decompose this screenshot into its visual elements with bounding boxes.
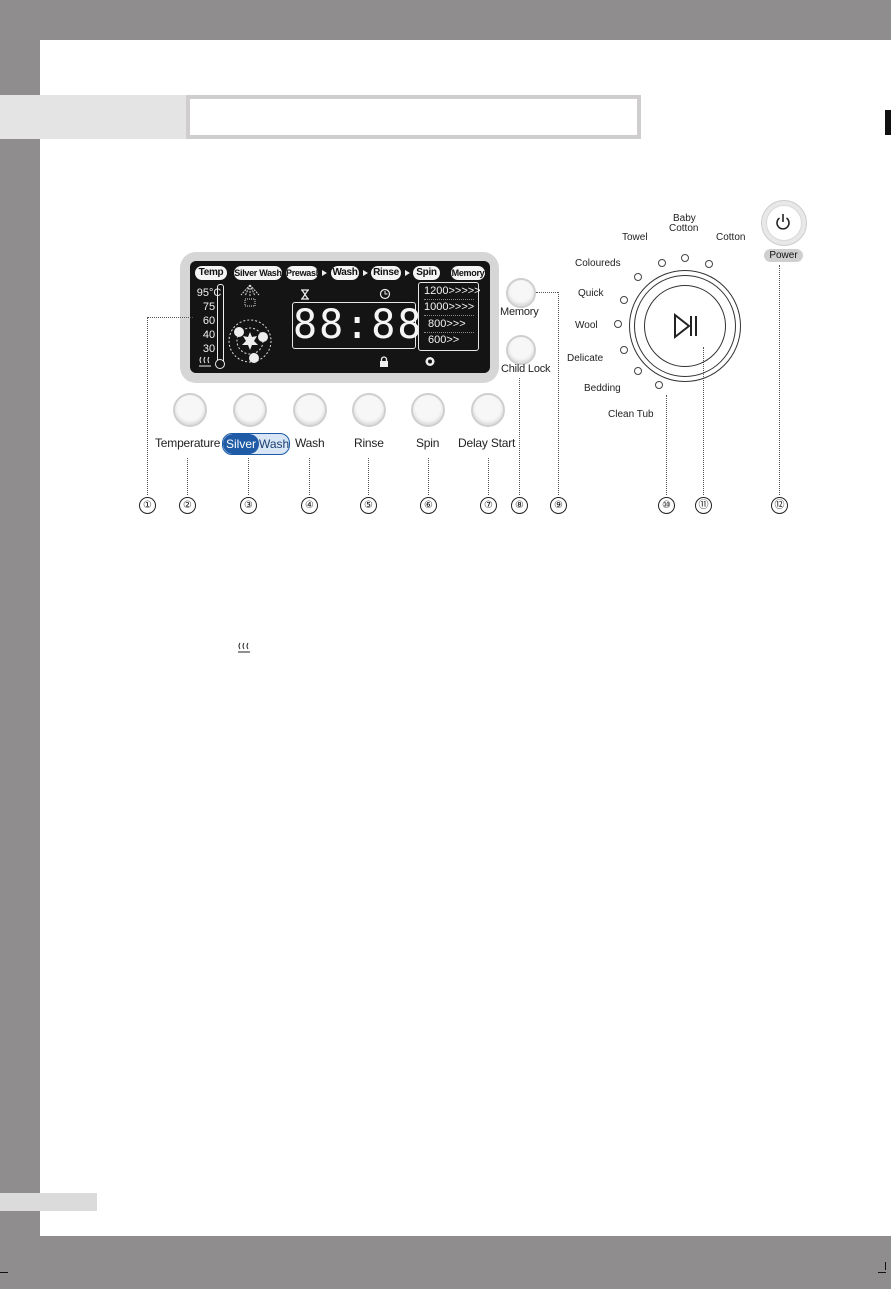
program-label-clean-tub: Clean Tub: [608, 409, 654, 420]
temperature-button[interactable]: [173, 393, 207, 427]
crop-mark: [885, 1262, 886, 1270]
callout-7: ⑦: [480, 497, 497, 514]
leader-line: [248, 458, 249, 495]
steam-heat-icon: [237, 642, 251, 654]
callout-1: ①: [139, 497, 156, 514]
callout-2: ②: [179, 497, 196, 514]
wash-button[interactable]: [293, 393, 327, 427]
spin-separator: [424, 332, 474, 333]
arrow-right-icon: [322, 270, 327, 276]
spin-separator: [424, 315, 474, 316]
delay-start-label: Delay Start: [458, 436, 515, 450]
leader-line: [488, 458, 489, 495]
program-dot-cotton[interactable]: [705, 260, 713, 268]
program-dot-coloureds[interactable]: [634, 273, 642, 281]
spin-1000: 1000>>>>: [424, 301, 476, 314]
child-lock-label: Child Lock: [501, 363, 550, 375]
silver-wash-label: Silver Wash: [222, 433, 290, 455]
spin-button[interactable]: [411, 393, 445, 427]
leader-line: [536, 292, 558, 293]
wash-label-part: Wash: [259, 434, 289, 454]
callout-5: ⑤: [360, 497, 377, 514]
thermometer-bulb: [215, 359, 225, 369]
callout-10: ⑩: [658, 497, 675, 514]
spin-separator: [424, 299, 474, 300]
start-pause-icon: [670, 308, 700, 344]
pill-silver-wash: Silver Wash: [234, 266, 282, 280]
crop-mark: [0, 1272, 8, 1273]
wash-label: Wash: [295, 436, 324, 450]
crop-mark: [878, 1272, 886, 1273]
power-label: Power: [764, 249, 803, 262]
program-dot-wool[interactable]: [614, 320, 622, 328]
program-label-bedding: Bedding: [584, 383, 621, 394]
callout-8: ⑧: [511, 497, 528, 514]
callout-11: ⑪: [695, 497, 712, 514]
power-icon: [775, 213, 791, 231]
program-label-cotton: Cotton: [716, 232, 745, 243]
pill-rinse: Rinse: [371, 266, 401, 280]
leader-line: [519, 378, 520, 495]
crop-mark: [885, 110, 891, 135]
spin-800: 800>>>: [428, 318, 480, 331]
program-dot-bedding[interactable]: [634, 367, 642, 375]
leader-line: [187, 458, 188, 495]
rinse-label: Rinse: [354, 436, 384, 450]
silver-label-part: Silver: [223, 434, 259, 454]
rinse-button[interactable]: [352, 393, 386, 427]
callout-6: ⑥: [420, 497, 437, 514]
program-label-towel: Towel: [622, 232, 648, 243]
program-label-wool: Wool: [575, 320, 598, 331]
clock-icon: [379, 288, 391, 300]
leader-line: [368, 458, 369, 495]
callout-12: ⑫: [771, 497, 788, 514]
callout-3: ③: [240, 497, 257, 514]
pill-spin: Spin: [413, 266, 440, 280]
program-dot-towel[interactable]: [658, 259, 666, 267]
memory-button[interactable]: [506, 278, 536, 308]
leader-line: [666, 395, 667, 495]
program-dot-clean-tub[interactable]: [655, 381, 663, 389]
memory-label: Memory: [500, 306, 539, 318]
spin-600: 600>>: [428, 334, 480, 347]
temperature-label: Temperature: [155, 436, 220, 450]
spin-1200: 1200>>>>>: [424, 285, 476, 298]
steam-heat-icon: [198, 356, 212, 368]
memory-icon: [424, 356, 436, 367]
pill-temp: Temp: [195, 266, 227, 280]
lock-icon: [379, 356, 389, 368]
program-dot-baby-cotton[interactable]: [681, 254, 689, 262]
program-label-delicate: Delicate: [567, 353, 603, 364]
digit-display: 88:88: [292, 302, 416, 349]
leader-line: [779, 265, 780, 495]
arrow-right-icon: [405, 270, 410, 276]
child-lock-button[interactable]: [506, 335, 536, 365]
footer-tab: [0, 1193, 97, 1211]
pill-wash: Wash: [331, 266, 359, 280]
thermometer-icon: [217, 284, 224, 366]
program-dot-quick[interactable]: [620, 296, 628, 304]
callout-4: ④: [301, 497, 318, 514]
arrow-right-icon: [363, 270, 368, 276]
program-label-coloureds: Coloureds: [575, 258, 621, 269]
pill-memory: Memory: [451, 266, 485, 280]
leader-line: [558, 292, 559, 495]
leader-line: [147, 317, 148, 495]
header-title-box-inner: [190, 99, 637, 135]
header-tab: [0, 95, 186, 139]
callout-9: ⑨: [550, 497, 567, 514]
silver-ion-icon: [227, 279, 273, 369]
hourglass-icon: [300, 289, 310, 300]
spin-label: Spin: [416, 436, 439, 450]
delay-start-button[interactable]: [471, 393, 505, 427]
pill-prewash: Prewash: [286, 266, 318, 280]
program-dot-delicate[interactable]: [620, 346, 628, 354]
leader-line: [428, 458, 429, 495]
program-label-baby-cotton: Cotton: [669, 223, 698, 234]
program-label-quick: Quick: [578, 288, 604, 299]
leader-line: [309, 458, 310, 495]
silver-wash-button[interactable]: [233, 393, 267, 427]
leader-line: [147, 317, 193, 318]
